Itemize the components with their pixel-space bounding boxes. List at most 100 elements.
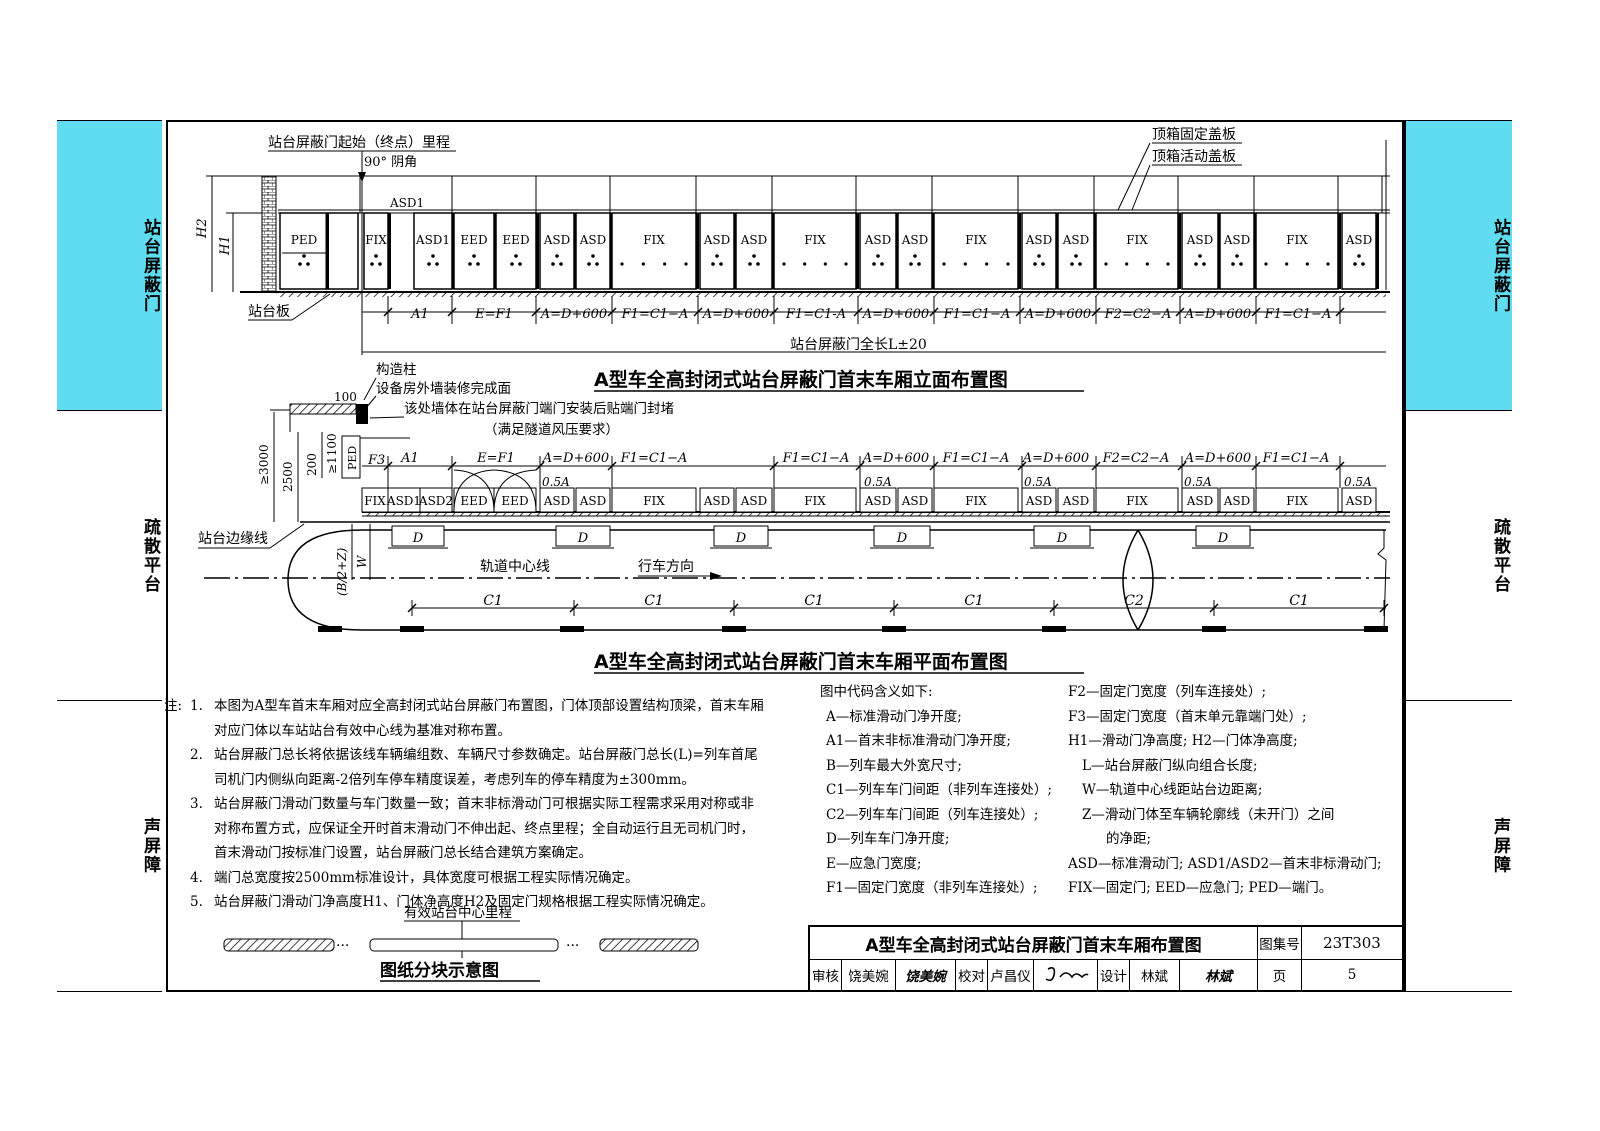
door-d-label: D (735, 531, 747, 546)
legend-item: ASD—标准滑动门; ASD1/ASD2—首末非标滑动门; (1068, 855, 1382, 872)
track-center-label: 轨道中心线 (480, 559, 550, 575)
side-tab-label: 声屏障 (140, 817, 160, 875)
frame-post (1178, 213, 1181, 289)
elevation-panel-label: ASD (1223, 233, 1251, 247)
atlas-label: 图集号 (1258, 927, 1302, 960)
side-tab-screen-door-right: 站台屏蔽门 (1404, 120, 1512, 411)
side-tab-noise-right: 声屏障 (1404, 700, 1512, 992)
plan-panel-label: ASD (1345, 494, 1373, 508)
door-dot (1166, 262, 1170, 266)
platform-board-label: 站台板 (248, 304, 290, 320)
legend-item: F2—固定门宽度（列车连接处）; (1068, 684, 1267, 700)
block-diagram: 有效站台中心里程 ··· ··· 图纸分块示意图 (223, 905, 699, 982)
door-opening (1195, 525, 1251, 547)
side-tab-noise-left: 声屏障 (57, 700, 162, 992)
elevation-panel-label: ASD (1025, 233, 1053, 247)
side-tab-evacuation-right: 疏散平台 (1404, 410, 1512, 701)
elevation-panel (363, 212, 389, 290)
dim-1100: ≥1100 (325, 433, 339, 474)
legend-item: L—站台屏蔽门纵向组合长度; (1082, 757, 1258, 774)
wheel-mark (882, 626, 906, 632)
plan-panel-label: ASD2 (418, 494, 453, 508)
door-dot (803, 262, 807, 266)
legend-item: E—应急门宽度; (826, 855, 922, 872)
note-item: 4.端门总宽度按2500mm标准设计，具体宽度可根据工程实际情况确定。 (190, 869, 639, 886)
elevation-panel-label: FIX (965, 233, 987, 247)
c-dim-label: C1 (964, 593, 984, 609)
legend-item: W—轨道中心线距站台边距离; (1082, 782, 1263, 798)
door-dot (302, 254, 306, 258)
door-dot (595, 262, 599, 266)
note-text: 站台屏蔽门滑动门数量与车门数量一致；首末非标滑动门可根据实际工程需求采用对称或非… (214, 796, 754, 861)
plan-panel-label: FIX (364, 494, 386, 508)
total-length-label: 站台屏蔽门全长L±20 (790, 336, 927, 353)
elevation-panel-label: ASD1 (415, 233, 450, 247)
elevation-panel-label: FIX (643, 233, 665, 247)
legend-right: F2—固定门宽度（列车连接处）; F3—固定门宽度（首末单元靠端门处）; H1—… (1068, 680, 1398, 901)
door-dot (620, 262, 624, 266)
half-a-label: 0.5A (864, 475, 892, 489)
door-opening (1033, 525, 1091, 547)
dim-slash (929, 461, 939, 471)
callout-wall: 该处墙体在站台屏蔽门端门安装后贴端门封堵 (404, 401, 674, 417)
elevation-panel (735, 212, 773, 290)
page-label: 页 (1258, 960, 1302, 990)
legend-item: B—列车最大外宽尺寸; (826, 757, 962, 774)
elevation-panel (773, 212, 857, 290)
elevation-dim-label: A=D+600 (540, 307, 607, 322)
half-a-label: 0.5A (1184, 475, 1212, 489)
frame-post (1376, 213, 1379, 289)
door-dot (587, 262, 591, 266)
c-dim-label: C1 (644, 593, 664, 609)
designer-name: 林斌 (1130, 960, 1180, 990)
elevation-panel (1255, 212, 1339, 290)
door-dot (756, 262, 760, 266)
side-tab-evacuation-left: 疏散平台 (57, 410, 162, 701)
elevation-panel (611, 212, 697, 290)
wheel-mark (1364, 626, 1388, 632)
note-text: 站台屏蔽门总长将依据该线车辆编组数、车辆尺寸参数确定。站台屏蔽门总长(L)=列车… (214, 747, 758, 788)
reviewer-signature: 饶美婉 (896, 960, 956, 990)
door-dot (1033, 262, 1037, 266)
door-dot (431, 254, 435, 258)
elevation-panel (1095, 212, 1179, 290)
side-tab-label: 站台屏蔽门 (140, 218, 160, 314)
plan-dim-label: F1=C1−A (620, 451, 688, 466)
door-dot (715, 254, 719, 258)
plan-panel (575, 487, 611, 513)
side-tab-label: 疏散平台 (1490, 518, 1510, 594)
door-dot (1194, 262, 1198, 266)
door-dot (1235, 254, 1239, 258)
plan-panel (933, 487, 1019, 513)
door-dot (514, 254, 518, 258)
wheel-mark (722, 626, 746, 632)
plan-dim-label: A=D+600 (1184, 451, 1251, 466)
callout-column: 构造柱 (376, 362, 417, 378)
half-a-label: 0.5A (1024, 475, 1052, 489)
door-dot (518, 262, 522, 266)
door-dot (641, 262, 645, 266)
reviewer-name: 饶美婉 (842, 960, 896, 990)
door-d-label: D (412, 531, 424, 546)
design-label: 设计 (1098, 960, 1130, 990)
elevation-dim-label: F1=C1-A (785, 307, 846, 322)
plan-panel-label: FIX (965, 494, 987, 508)
door-dot (942, 262, 946, 266)
legend-item: Z—滑动门体至车辆轮廓线（未开门）之间 (1082, 806, 1335, 823)
elevation-panel-label: FIX (365, 233, 387, 247)
wheel-mark (1202, 626, 1226, 632)
c-dim-label: C1 (483, 593, 503, 609)
door-dot (985, 262, 989, 266)
door-opening (555, 525, 611, 547)
plan-panel-label: FIX (1286, 494, 1308, 508)
door-dot (378, 262, 382, 266)
start-mileage-label: 站台屏蔽门起始（终点）里程 (268, 135, 450, 151)
block-title: 图纸分块示意图 (380, 960, 499, 981)
plan-hatch-strip (362, 512, 1386, 516)
check-label: 校对 (956, 960, 988, 990)
door-dot (1361, 262, 1365, 266)
door-dot (748, 262, 752, 266)
